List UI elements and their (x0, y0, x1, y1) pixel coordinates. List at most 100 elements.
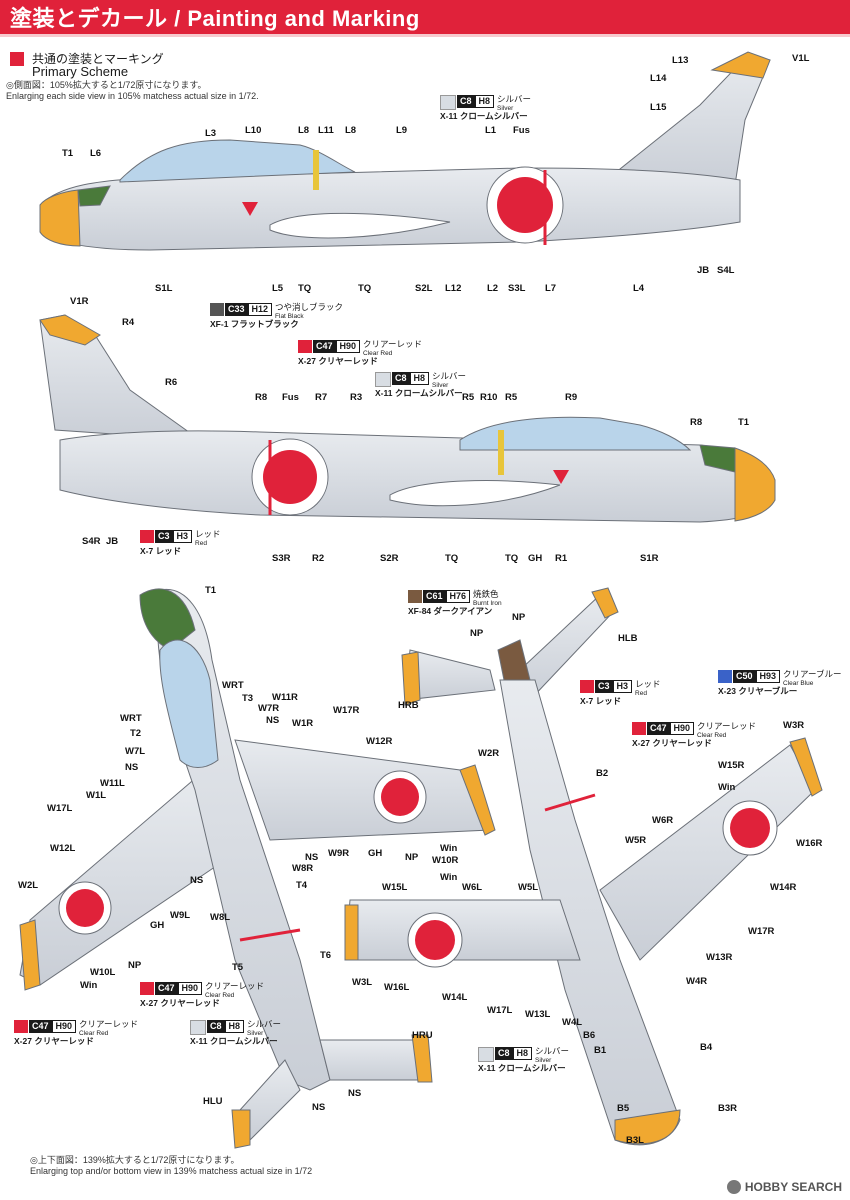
paint-name-jp: シルバー (535, 1046, 570, 1056)
paint-code-c: C47 (647, 722, 670, 735)
callout-label: TQ (445, 553, 459, 564)
bottom-right-wing (599, 744, 816, 961)
callout-label: B2 (596, 768, 609, 779)
callout-label: W17R (333, 705, 360, 716)
paint-name-en: Red (195, 540, 207, 547)
right-fin-tip (39, 314, 101, 346)
paint-name-en: Clear Red (697, 732, 727, 739)
logo-icon (726, 1180, 741, 1194)
paint-code-c: C8 (207, 1020, 225, 1033)
callout-label: NS (348, 1088, 362, 1099)
callout-label: Win (80, 980, 98, 991)
paint-name-jp: シルバー (432, 371, 467, 381)
callout-label: W2R (478, 748, 500, 759)
paint-name-en: Clear Red (363, 350, 393, 357)
callout-label: W1L (86, 790, 107, 801)
paint-tool: X-11 クロームシルバー (478, 1063, 566, 1073)
paint-tool: XF-1 フラットブラック (210, 319, 299, 329)
bottom-left-hinomaru (415, 920, 455, 960)
scheme-marker (10, 52, 24, 66)
paint-name-en: Silver (497, 105, 514, 112)
right-nose-green (699, 444, 736, 473)
callout-label: L13 (672, 55, 689, 66)
callout-label: Fus (282, 392, 299, 403)
callout-label: S4R (82, 536, 101, 547)
top-red-band (239, 928, 301, 942)
paint-code-c: C47 (155, 982, 178, 995)
paint-code-h: H90 (51, 1020, 77, 1033)
callout-label: W12R (366, 736, 393, 747)
paint-code-h: H12 (247, 303, 273, 316)
callout-label: W4L (562, 1017, 583, 1028)
logo-text: HOBBY SEARCH (744, 1180, 842, 1194)
callout-label: R9 (565, 392, 578, 403)
paint-code-h: H90 (669, 722, 695, 735)
left-hinomaru (497, 177, 553, 233)
bottom-red-band (544, 793, 596, 812)
paint-code-h: H93 (755, 670, 781, 683)
callout-label: HLU (203, 1096, 223, 1107)
callout-label: R8 (690, 417, 703, 428)
callout-label: L2 (487, 283, 499, 294)
paint-tool: X-27 クリヤーレッド (298, 356, 378, 366)
callout-label: R5 (505, 392, 518, 403)
right-yellow-panel (498, 430, 504, 475)
paint-name-jp: クリアーレッド (363, 339, 423, 349)
paint-tool: X-11 クロームシルバー (375, 388, 463, 398)
bottom-tail-left-tip (401, 651, 421, 706)
right-nose-band (734, 447, 776, 522)
right-canopy (459, 416, 692, 451)
paint-code-c: C8 (392, 372, 410, 385)
left-yellow-panel (313, 150, 319, 190)
callout-label: L14 (650, 73, 667, 84)
callout-label: W3L (352, 977, 373, 988)
left-intake (269, 212, 451, 239)
paint-tool: X-27 クリヤーレッド (632, 738, 712, 748)
paint-code-h: H3 (172, 530, 193, 543)
callout-label: S1L (155, 283, 173, 294)
callout-label: W8L (210, 912, 231, 923)
callout-label: TQ (505, 553, 519, 564)
callout-label: W6L (462, 882, 483, 893)
callout-label: T4 (296, 880, 308, 891)
top-tail-left-tip (231, 1109, 251, 1149)
callout-label: L8 (298, 125, 310, 136)
callout-label: T5 (232, 962, 244, 973)
paint-code-c: C8 (457, 95, 475, 108)
paint-name-en: Clear Red (79, 1030, 109, 1037)
callout-label: T1 (738, 417, 750, 428)
paint-tool: X-7 レッド (580, 696, 622, 706)
top-right-wing (234, 739, 491, 841)
top-view-note: ◎上下面図：139%拡大すると1/72原寸になります。 Enlarging to… (30, 1155, 312, 1177)
callout-label: R2 (312, 553, 325, 564)
callout-label: L5 (272, 283, 284, 294)
top-right-hinomaru (381, 778, 419, 816)
bottom-left-wing (344, 899, 581, 961)
paint-tool: X-23 クリヤーブルー (718, 686, 798, 696)
callout-label: W14L (442, 992, 468, 1003)
callout-label: T1 (62, 148, 74, 159)
paint-code-c: C3 (155, 530, 173, 543)
callout-label: T1 (205, 585, 217, 596)
side-view-right (39, 314, 776, 523)
paint-name-jp: つや消しブラック (275, 302, 344, 312)
paint-name-jp: クリアーブルー (783, 669, 842, 679)
callout-label: L8 (345, 125, 357, 136)
callout-label: W7L (125, 746, 146, 757)
bottom-right-hinomaru (730, 808, 770, 848)
callout-label: R6 (165, 377, 178, 388)
paint-name-jp: 焼鉄色 (473, 589, 499, 599)
paint-tool: XF-84 ダークアイアン (408, 606, 493, 616)
callout-label: B3R (718, 1103, 738, 1114)
callout-label: S2R (380, 553, 399, 564)
callout-label: HLB (618, 633, 638, 644)
callout-label: L9 (396, 125, 408, 136)
callout-label: R8 (255, 392, 268, 403)
callout-label: R1 (555, 553, 568, 564)
callout-label: W13R (706, 952, 733, 963)
